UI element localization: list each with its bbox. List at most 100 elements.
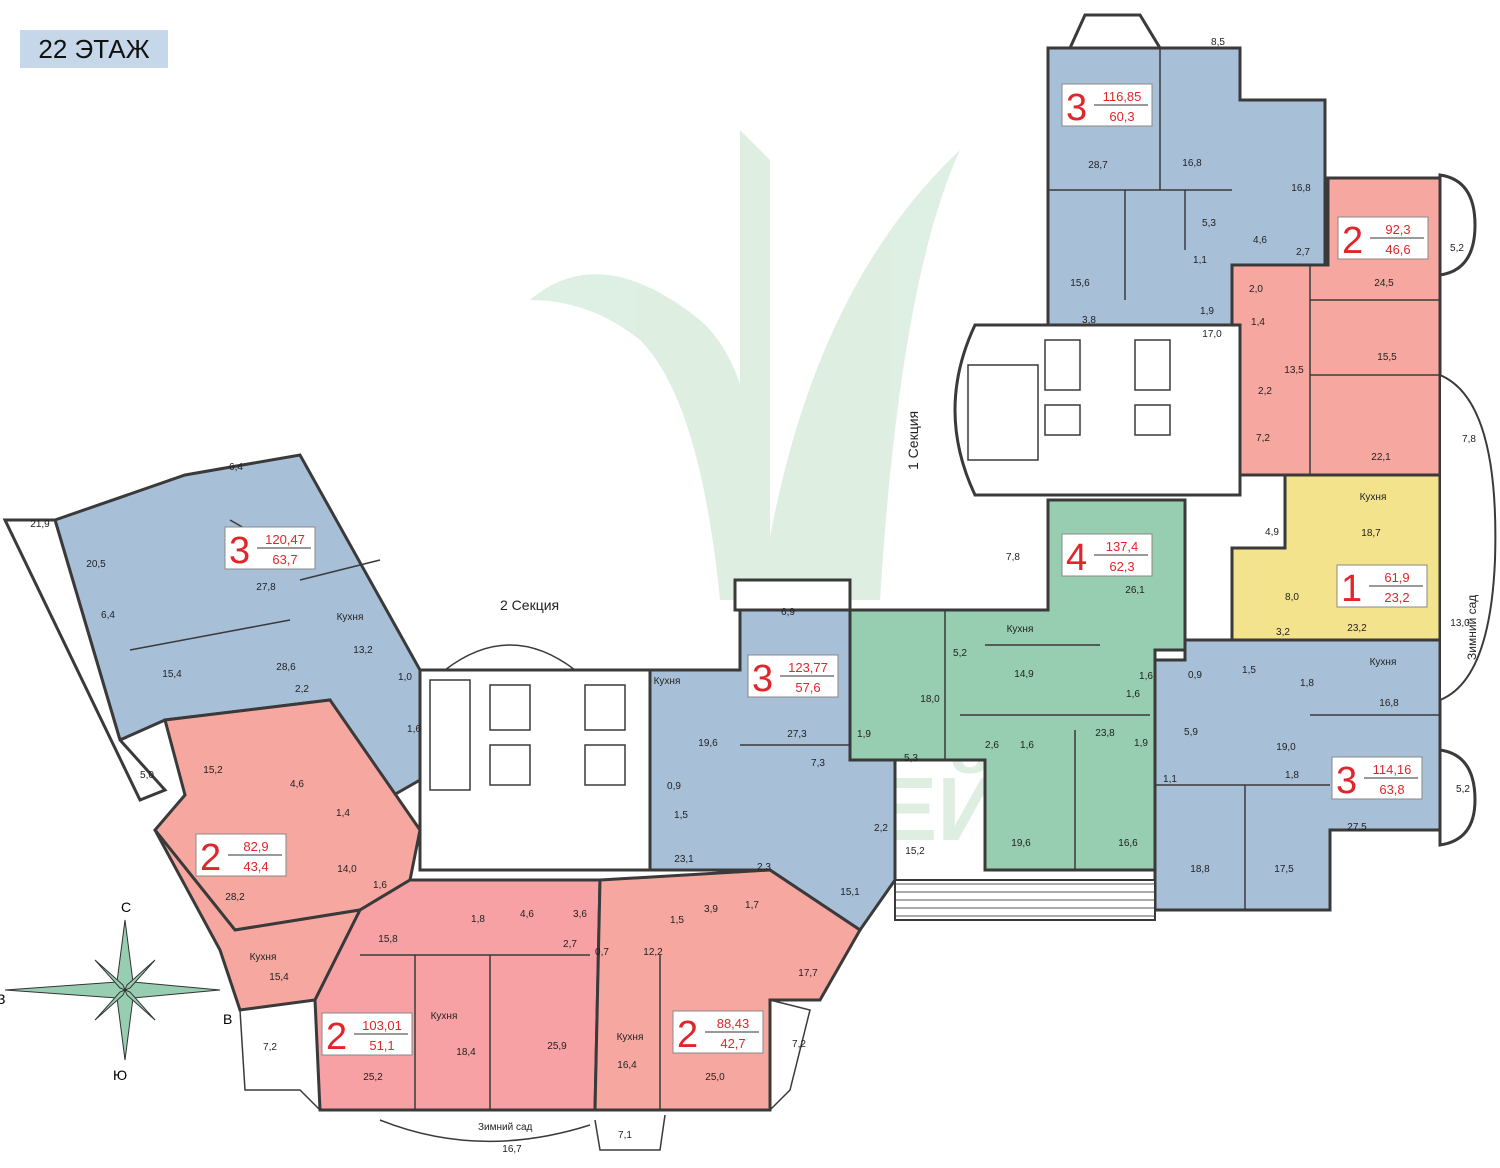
room-label: 1,6	[1139, 671, 1153, 682]
room-label: 2,2	[295, 684, 309, 695]
apt-a9-area	[313, 878, 602, 1112]
room-label: Кухня	[250, 952, 277, 963]
room-label: 13,5	[1284, 365, 1304, 376]
room-label: 1,9	[1134, 738, 1148, 749]
room-label: 1,6	[373, 880, 387, 891]
room-label: 28,2	[225, 892, 245, 903]
compass-rose: С Ю В З	[0, 899, 232, 1083]
balcony	[894, 879, 1156, 921]
room-label: 1,6	[407, 724, 421, 735]
section-1-label: 1 Секция	[905, 411, 921, 470]
badge-rooms: 2	[200, 837, 221, 879]
room-label: 1,5	[670, 915, 684, 926]
room-label: Кухня	[431, 1011, 458, 1022]
room-label: 1,8	[1300, 678, 1314, 689]
room-label: 0,7	[595, 947, 609, 958]
room-label: 6,4	[229, 462, 243, 473]
section-1-core	[953, 323, 1242, 497]
badge-rooms: 3	[1066, 87, 1087, 129]
room-label: 5,2	[1456, 784, 1470, 795]
room-label: 16,7	[502, 1144, 522, 1155]
room-label: 4,6	[290, 779, 304, 790]
room-label: 18,7	[1361, 528, 1381, 539]
room-label: 3,6	[573, 909, 587, 920]
winter-garden-label-bottom: Зимний сад	[478, 1122, 533, 1133]
badge-total-area: 92,3	[1385, 222, 1410, 237]
room-label: 3,8	[1082, 315, 1096, 326]
room-label: 15,4	[162, 669, 182, 680]
room-label: Кухня	[1370, 657, 1397, 668]
room-label: 15,8	[378, 934, 398, 945]
compass-east: В	[223, 1011, 232, 1027]
apt-a10-area	[593, 868, 862, 1112]
apt-a5-area	[848, 498, 1187, 872]
room-label: 16,8	[1291, 183, 1311, 194]
room-label: 0,9	[1188, 670, 1202, 681]
badge-living-area: 42,7	[720, 1036, 745, 1051]
compass-west: З	[0, 991, 5, 1007]
room-label: 2,7	[1296, 247, 1310, 258]
room-label: 0,9	[667, 781, 681, 792]
room-label: 14,9	[1014, 669, 1034, 680]
room-label: 25,2	[363, 1072, 383, 1083]
badge-total-area: 82,9	[243, 839, 268, 854]
room-label: 12,2	[643, 947, 663, 958]
room-label: 5,3	[1202, 218, 1216, 229]
room-label: 7,8	[1006, 552, 1020, 563]
room-label: 15,2	[905, 846, 925, 857]
room-label: 1,8	[471, 914, 485, 925]
room-label: 2,0	[1249, 284, 1263, 295]
room-label: 19,6	[1011, 838, 1031, 849]
badge-living-area: 23,2	[1384, 590, 1409, 605]
section-1-walls	[944, 48, 1440, 910]
room-label: 20,5	[86, 559, 106, 570]
room-label: 7,3	[811, 758, 825, 769]
floor-label: 22 ЭТАЖ	[20, 30, 168, 68]
badge-living-area: 60,3	[1109, 109, 1134, 124]
badge-total-area: 137,4	[1106, 539, 1139, 554]
room-label: 1,4	[336, 808, 350, 819]
room-label: 8,0	[1285, 592, 1299, 603]
room-label: 6,9	[781, 607, 795, 618]
compass-south: Ю	[113, 1067, 127, 1083]
room-label: 27,8	[256, 582, 276, 593]
room-label: 1,8	[1285, 770, 1299, 781]
room-label: 23,1	[674, 854, 694, 865]
room-label: 26,1	[1125, 585, 1145, 596]
room-label: 1,0	[398, 672, 412, 683]
badge-rooms: 3	[752, 658, 773, 700]
room-label: 23,8	[1095, 728, 1115, 739]
room-label: 2,7	[563, 939, 577, 950]
badge-rooms: 3	[229, 530, 250, 572]
room-label: 7,2	[792, 1039, 806, 1050]
room-label: 18,0	[920, 694, 940, 705]
room-label: 15,6	[1070, 278, 1090, 289]
room-label: 21,9	[30, 519, 50, 530]
room-label: 3,9	[704, 904, 718, 915]
section-2-core	[418, 668, 652, 872]
room-label: 5,0	[140, 770, 154, 781]
room-label: 15,2	[203, 765, 223, 776]
section-2-label: 2 Секция	[500, 597, 559, 613]
room-label: Кухня	[1360, 492, 1387, 503]
room-label: 1,6	[1020, 740, 1034, 751]
room-label: 1,9	[1200, 306, 1214, 317]
badge-rooms: 2	[677, 1014, 698, 1056]
room-label: 1,5	[674, 810, 688, 821]
room-label: Кухня	[654, 676, 681, 687]
room-label: 5,2	[1450, 243, 1464, 254]
room-label: Кухня	[617, 1032, 644, 1043]
room-label: 2,6	[985, 740, 999, 751]
room-label: 2,2	[1258, 386, 1272, 397]
apt-a4-area	[1153, 638, 1442, 912]
room-label: 15,4	[269, 972, 289, 983]
room-label: Кухня	[337, 612, 364, 623]
